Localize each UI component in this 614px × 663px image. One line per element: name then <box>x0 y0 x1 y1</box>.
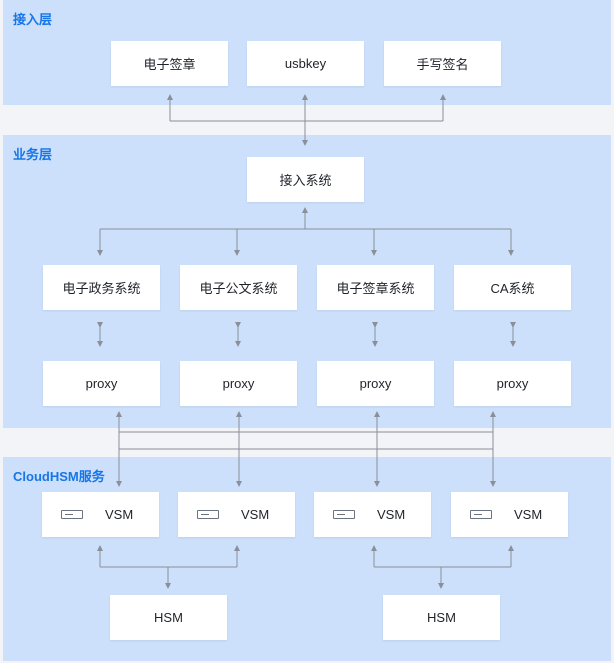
node-proxy-1: proxy <box>43 361 160 406</box>
node-proxy-3: proxy <box>317 361 434 406</box>
server-icon <box>333 510 355 519</box>
access-layer-title: 接入层 <box>13 12 53 27</box>
node-egov-system: 电子政务系统 <box>43 265 160 310</box>
node-vsm-2: VSM <box>178 492 295 537</box>
server-icon <box>61 510 83 519</box>
node-e-signature: 电子签章 <box>111 41 228 86</box>
cloudhsm-layer-title: CloudHSM服务 <box>13 469 105 484</box>
node-edoc-system: 电子公文系统 <box>180 265 297 310</box>
node-hsm-right: HSM <box>383 595 500 640</box>
node-vsm-4: VSM <box>451 492 568 537</box>
server-icon <box>197 510 219 519</box>
node-esign-system: 电子签章系统 <box>317 265 434 310</box>
node-vsm-3: VSM <box>314 492 431 537</box>
node-proxy-2: proxy <box>180 361 297 406</box>
cloudhsm-layer: CloudHSM服务 <box>3 457 611 661</box>
node-access-system: 接入系统 <box>247 157 364 202</box>
node-vsm-1: VSM <box>42 492 159 537</box>
node-ca-system: CA系统 <box>454 265 571 310</box>
node-proxy-4: proxy <box>454 361 571 406</box>
node-handwriting: 手写签名 <box>384 41 501 86</box>
server-icon <box>470 510 492 519</box>
node-hsm-left: HSM <box>110 595 227 640</box>
business-layer-title: 业务层 <box>13 147 53 162</box>
node-usbkey: usbkey <box>247 41 364 86</box>
